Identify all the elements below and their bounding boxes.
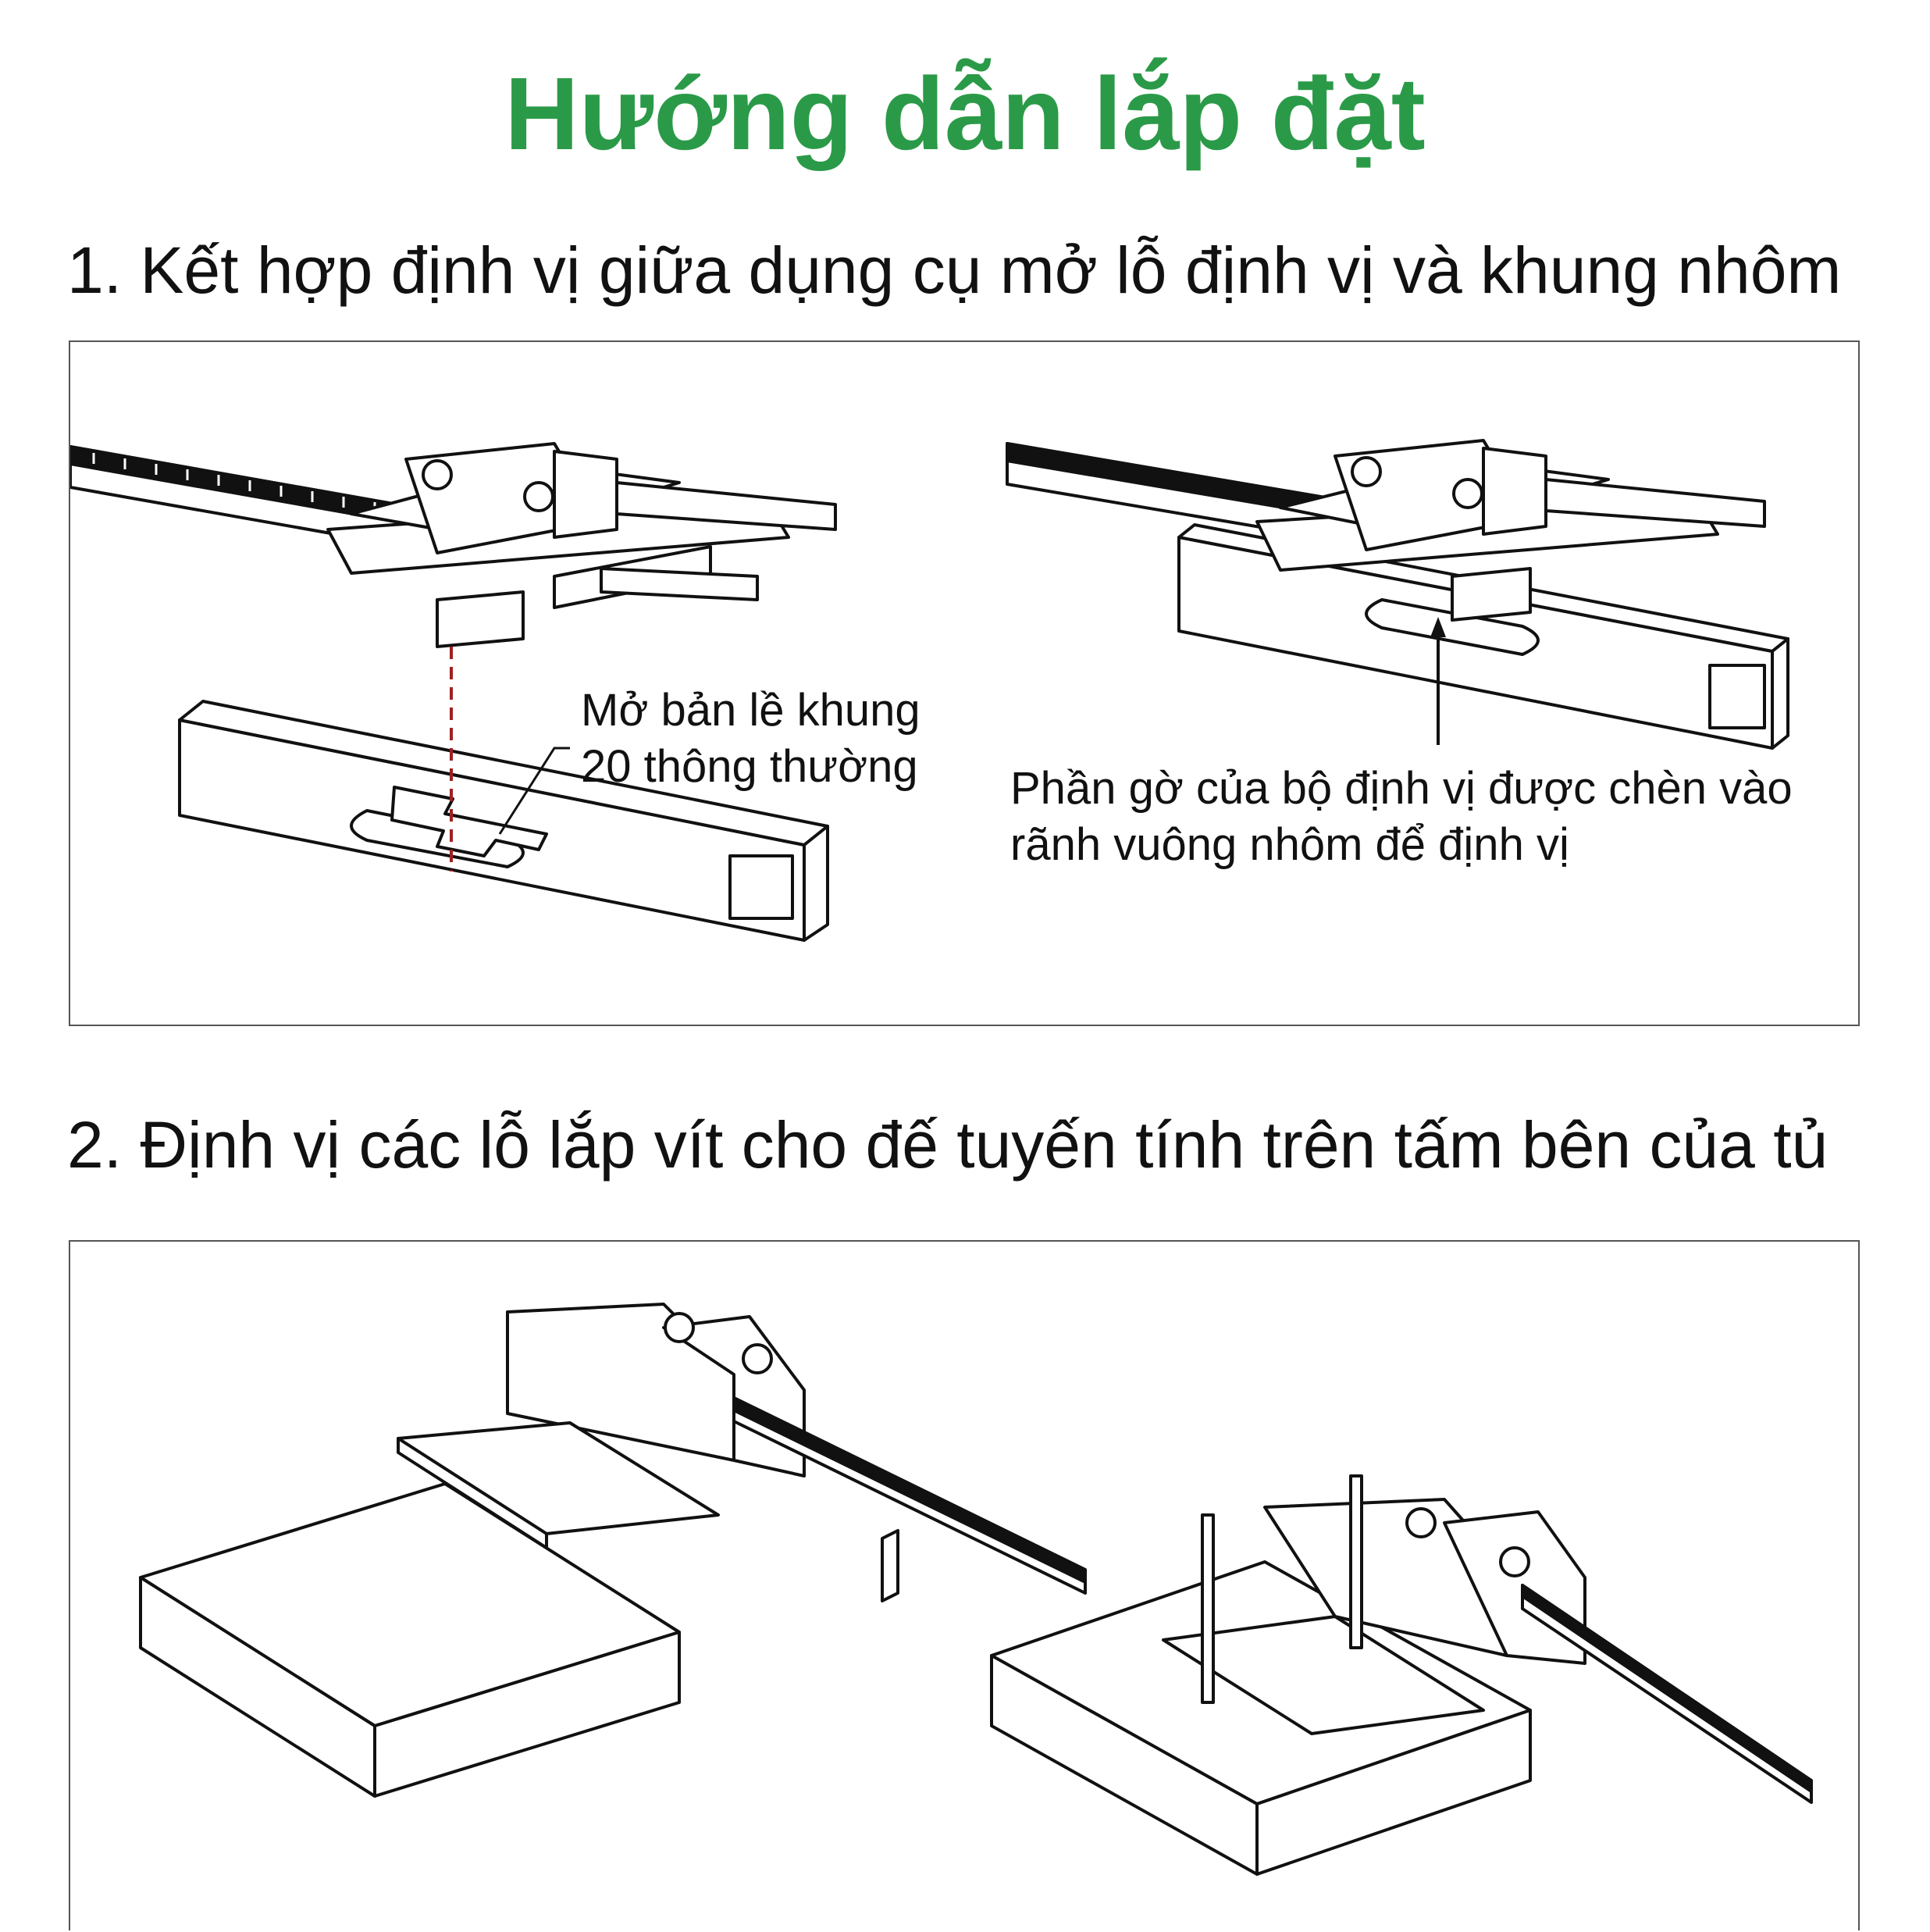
callout-locator-ridge: Phần gờ của bộ định vị được chèn vào rãn… [1010,763,1793,870]
step-2-heading: 2. Định vị các lỗ lắp vít cho đế tuyến t… [67,1108,1829,1182]
locator-jig-left [326,442,837,648]
aluminium-frame-left [178,700,829,942]
cabinet-board-left [139,1482,681,1798]
step-1-heading: 1. Kết hợp định vị giữa dụng cụ mở lỗ đị… [67,233,1842,307]
step-2-panel [69,1240,1860,1930]
step-1-illustration [70,439,1789,942]
locator-jig-right [1255,439,1766,622]
locator-jig-step2-right [1162,1498,1813,1804]
step-1-panel: Mở bản lề khung 20 thông thường Phần gờ … [69,340,1860,1026]
locator-jig-step2-left [397,1303,1087,1602]
callout-hinge: Mở bản lề khung 20 thông thường [581,685,920,792]
page-title: Hướng dẫn lắp đặt [504,56,1426,171]
step-2-illustration [139,1303,1813,1876]
leader-left [498,747,570,835]
aluminium-frame-right [1177,523,1789,750]
drill-bits [1201,1474,1363,1704]
